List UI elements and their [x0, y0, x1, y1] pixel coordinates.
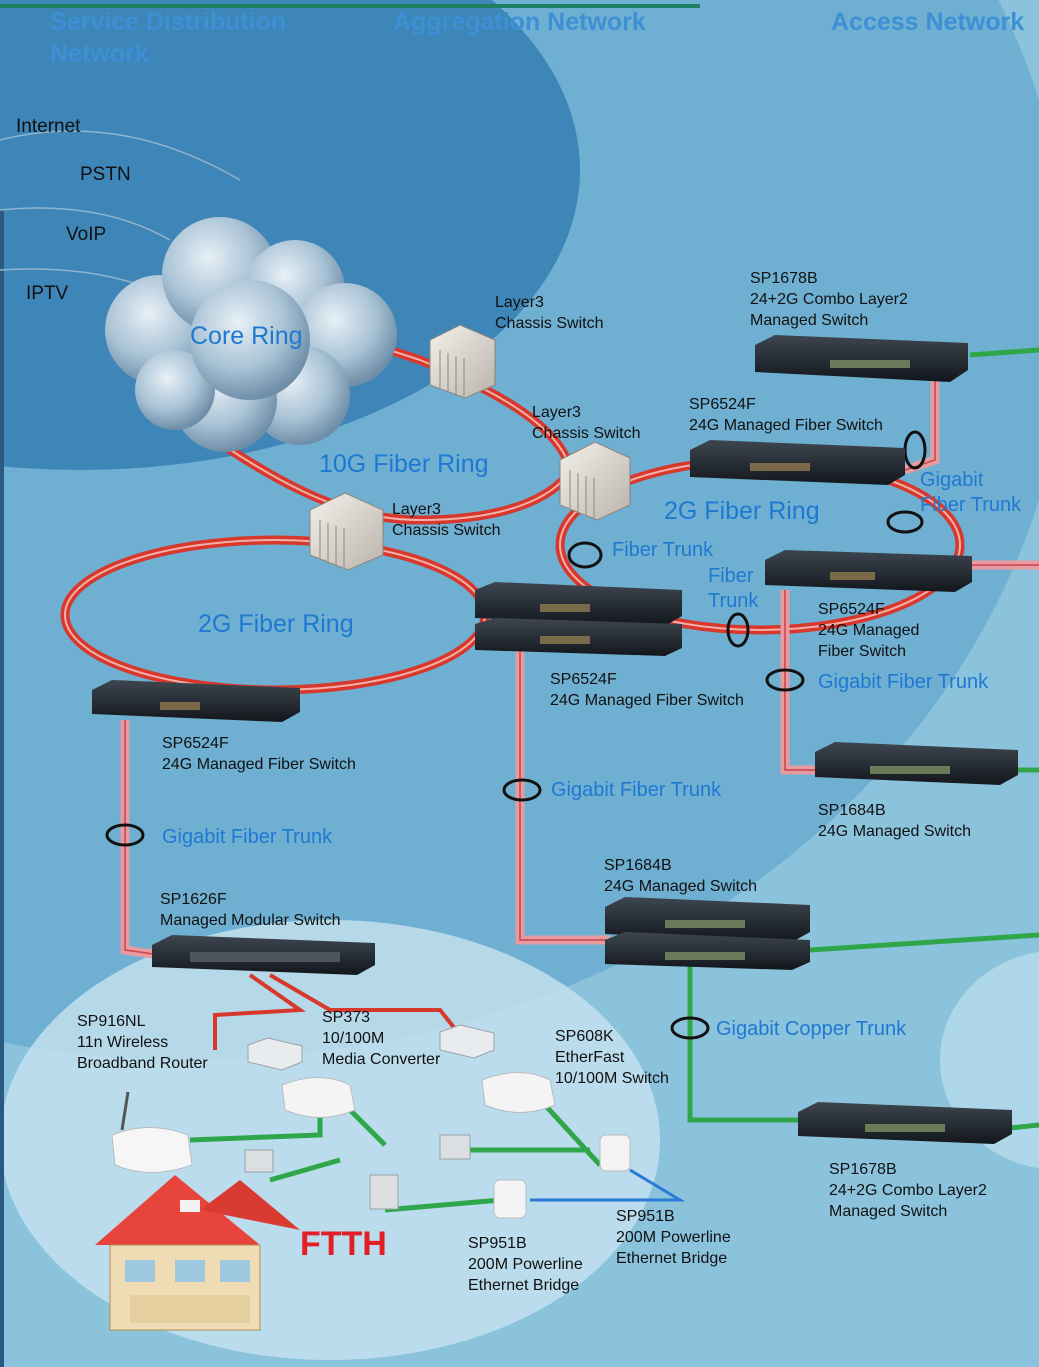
gigabit-fiber-trunk-left: Gigabit Fiber Trunk: [162, 826, 333, 848]
ring-2g-right-label: 2G Fiber Ring: [664, 497, 820, 525]
sp6524f-top-device: [690, 440, 905, 485]
sp6524f-left-device: [92, 680, 300, 722]
service-voip: VoIP: [66, 224, 107, 245]
sp373-media-converter-device: [247, 1024, 495, 1071]
sp1684b-right-device: [815, 742, 1018, 785]
header-access: Access Network: [831, 8, 1025, 36]
sp1678b-top-device: [755, 335, 968, 382]
chassis-switch-mid-device: [559, 441, 631, 521]
gigabit-copper-trunk: Gigabit Copper Trunk: [716, 1018, 907, 1040]
ring-2g-left-label: 2G Fiber Ring: [198, 610, 354, 638]
chassis-switch-top-device: [429, 324, 496, 399]
header-service-distribution: Service Distribution Network: [50, 8, 287, 68]
sp6524f-right-device: [765, 550, 972, 592]
core-ring-label: Core Ring: [190, 322, 303, 350]
core-ring-cloud: [105, 217, 397, 452]
sp6524f-center-device: [475, 582, 682, 656]
fiber-trunk-label-1: Fiber Trunk: [612, 539, 714, 561]
ftth-house-illustration: [95, 1175, 300, 1331]
sp608k-switch-device: [281, 1072, 556, 1118]
gigabit-fiber-trunk-center: Gigabit Fiber Trunk: [551, 779, 722, 801]
fiber-trunk-label-2a: Fiber: [708, 565, 754, 587]
sp1626f-device: [152, 935, 375, 975]
gigabit-fiber-trunk-right-1: Gigabit: [920, 469, 984, 491]
ring-10g-label: 10G Fiber Ring: [319, 450, 489, 478]
gigabit-fiber-trunk-right-2: Fiber Trunk: [920, 494, 1022, 516]
trunk-markers: [105, 430, 927, 1040]
chassis-switch-left-device: [309, 492, 384, 571]
sp951b-powerline-devices: [493, 1134, 631, 1219]
gigabit-fiber-trunk-cores: [124, 375, 1039, 956]
service-internet: Internet: [16, 116, 81, 137]
fiber-trunk-label-2b: Trunk: [708, 590, 759, 612]
service-dividers: [0, 130, 241, 286]
header-aggregation: Aggregation Network: [393, 8, 646, 36]
service-pstn: PSTN: [80, 164, 131, 185]
gigabit-fiber-trunk-mid-right: Gigabit Fiber Trunk: [818, 671, 989, 693]
computers: [244, 1134, 471, 1210]
service-iptv: IPTV: [26, 283, 69, 304]
sp1626f-downlinks: [213, 973, 462, 1050]
sp1684b-center-device: [605, 897, 810, 970]
powerline-links: [530, 1168, 686, 1202]
sp1678b-bottom-device: [798, 1102, 1012, 1144]
sp916nl-router-device: [111, 1091, 193, 1173]
copper-links: [189, 347, 1039, 1213]
ftth-label: FTTH: [300, 1225, 387, 1263]
